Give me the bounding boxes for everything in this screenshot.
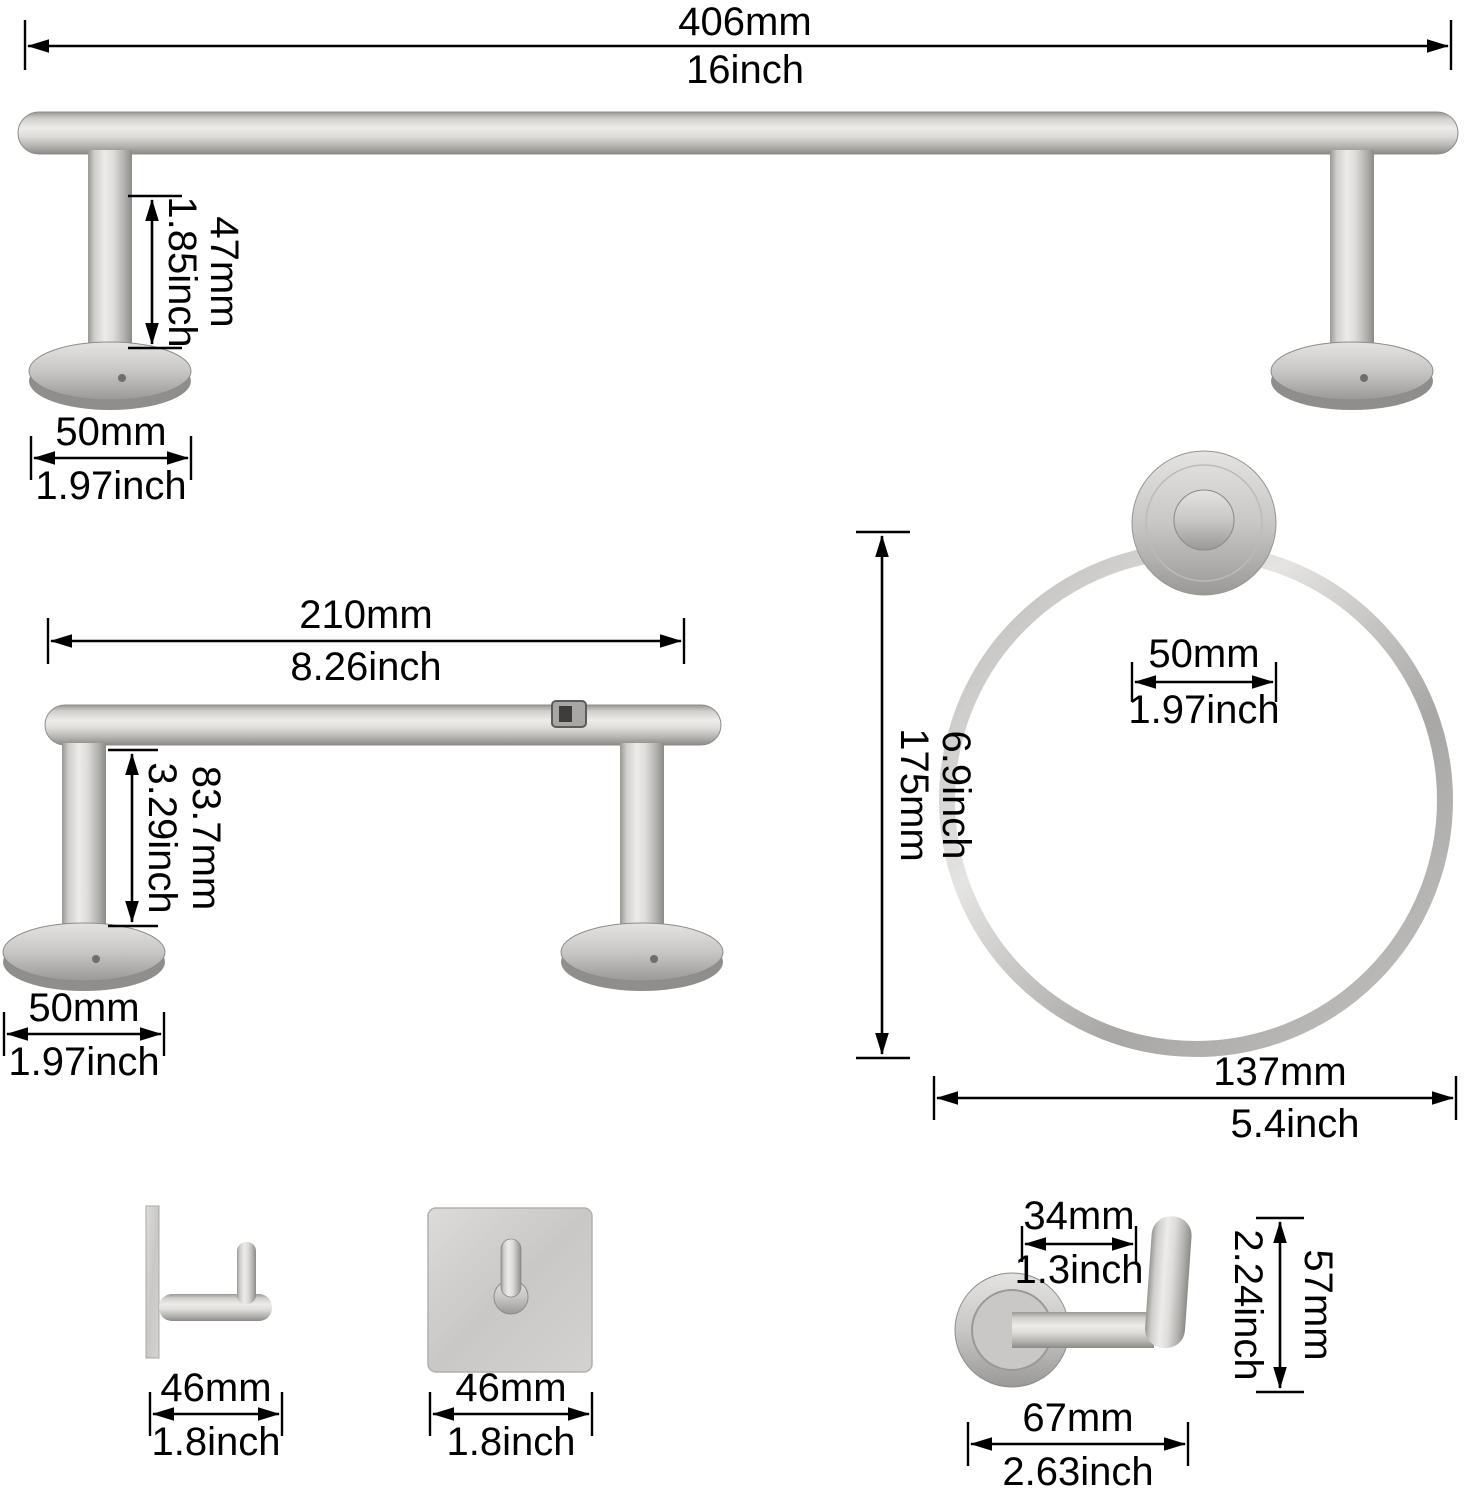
towel-ring-width-mm-label: 137mm [1213,1050,1346,1094]
paper-holder-length-in-label: 8.26inch [290,645,441,689]
towel-ring-width-in-label: 5.4inch [1231,1102,1360,1146]
paper-holder-figure: 210mm 8.26inch 83.7mm 3.29inch [2,593,724,1084]
adhesive-hook-width-in-label: 1.8inch [447,1420,576,1464]
robe-hook-peg [1145,1216,1192,1349]
towel-ring-ring [939,543,1453,1057]
towel-bar-length-mm-label: 406mm [678,0,811,44]
adhesive-hook-width-mm-label: 46mm [455,1366,566,1410]
robe-hook-reach-in-label: 1.3inch [1015,1248,1144,1292]
towel-bar-base-left [28,341,192,410]
towel-bar-base-mm-label: 50mm [55,410,166,454]
towel-ring-height-in-label: 6.9inch [934,731,978,860]
paper-holder-rail [44,704,722,746]
paper-holder-length-mm-label: 210mm [299,593,432,637]
towel-ring-mount-cap [1173,489,1235,551]
screw-hole-icon [650,955,658,963]
towel-ring-height-mm-label: 175mm [892,728,936,861]
dim-paper-holder-height: 83.7mm 3.29inch [108,748,228,928]
dim-paper-holder-base: 50mm 1.97inch [2,986,166,1084]
wall-hook-width-mm-label: 46mm [160,1366,271,1410]
dim-paper-holder-length: 210mm 8.26inch [46,593,686,689]
robe-hook-arm [1012,1312,1154,1348]
towel-bar-post-right [1330,150,1374,354]
towel-ring-mount [1131,450,1277,596]
dim-adhesive-hook-width: 46mm 1.8inch [428,1366,594,1464]
dim-wall-hook-width: 46mm 1.8inch [148,1366,284,1464]
paper-holder-height-in-label: 3.29inch [140,762,184,913]
wall-hook-peg [237,1242,256,1304]
robe-hook-reach-mm-label: 34mm [1023,1194,1134,1238]
paper-holder-spring-clip [551,700,587,728]
paper-holder-base-mm-label: 50mm [28,986,139,1030]
paper-holder-base-in-label: 1.97inch [8,1040,159,1084]
dim-robe-hook-width: 67mm 2.63inch [966,1396,1190,1494]
screw-hole-icon [118,374,126,382]
robe-hook-width-in-label: 2.63inch [1002,1450,1153,1494]
dim-towel-ring-mount: 50mm 1.97inch [1128,632,1279,732]
wall-hook-figure: 46mm 1.8inch [145,1205,284,1464]
screw-hole-icon [92,955,100,963]
robe-hook-height-in-label: 2.24inch [1226,1229,1270,1380]
robe-hook-height-mm-label: 57mm [1296,1249,1340,1360]
towel-bar-base-in-label: 1.97inch [35,464,186,508]
wall-hook-plate [145,1205,160,1359]
dim-robe-hook-reach: 34mm 1.3inch [1015,1194,1144,1292]
paper-holder-post-right [620,743,664,939]
dim-towel-ring-width: 137mm 5.4inch [932,1050,1458,1146]
robe-hook-width-mm-label: 67mm [1022,1396,1133,1440]
adhesive-hook-peg [500,1238,522,1298]
dim-towel-bar-base: 50mm 1.97inch [29,410,193,508]
towel-ring-mount-mm-label: 50mm [1148,632,1259,676]
robe-hook-figure: 34mm 1.3inch 57mm 2.24inch 67mm 2.63inch [954,1194,1340,1494]
paper-holder-base-right [560,922,724,991]
towel-bar-post-height-in-label: 1.85inch [160,196,204,347]
towel-bar-rail [17,111,1459,155]
paper-holder-height-mm-label: 83.7mm [184,766,228,911]
dim-towel-ring-height: 175mm 6.9inch [856,530,978,1060]
paper-holder-base-left [2,922,166,991]
adhesive-hook-figure: 46mm 1.8inch [427,1207,594,1464]
dim-towel-bar-length: 406mm 16inch [23,0,1453,92]
dim-robe-hook-height: 57mm 2.24inch [1226,1216,1340,1394]
towel-bar-figure: 406mm 16inch 47mm 1.85inch 50mm [17,0,1459,508]
dim-towel-bar-post-height: 47mm 1.85inch [128,194,246,350]
screw-hole-icon [1360,374,1368,382]
towel-bar-post-left [88,150,132,354]
paper-holder-post-left [62,743,106,939]
towel-ring-mount-in-label: 1.97inch [1128,688,1279,732]
towel-bar-base-right [1270,341,1434,410]
wall-hook-width-in-label: 1.8inch [152,1420,281,1464]
towel-bar-length-in-label: 16inch [686,48,804,92]
towel-ring-figure: 175mm 6.9inch 50mm 1.97inch 137mm 5.4inc… [856,450,1458,1146]
towel-bar-post-height-mm-label: 47mm [202,216,246,327]
